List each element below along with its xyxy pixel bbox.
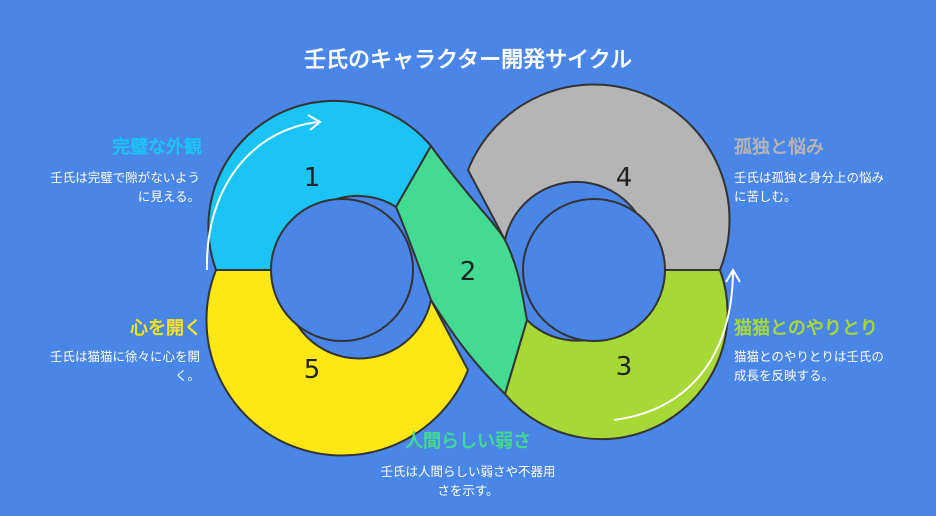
- stage-5-description: 壬氏は猫猫に徐々に心を開く。: [49, 349, 200, 383]
- segment-5: [205, 269, 470, 457]
- arrow-left: [205, 121, 319, 271]
- right-ring-hole: [522, 198, 666, 342]
- arrow-right-head-icon: [725, 268, 741, 283]
- stage-5-heading: 心を開く: [130, 318, 202, 339]
- segment-5-number: 5: [304, 355, 321, 385]
- diagram-title: 壬氏のキャラクター開発サイクル: [303, 48, 633, 73]
- segment-4: [466, 83, 731, 271]
- arrow-right: [613, 271, 734, 421]
- stage-3-heading: 猫猫とのやりとり: [734, 318, 878, 339]
- stage-2-heading: 人間らしい弱さ: [405, 431, 531, 452]
- segment-1-number: 1: [304, 163, 321, 193]
- segment-2: [394, 144, 529, 396]
- segment-2-number: 2: [460, 257, 477, 287]
- stage-1-heading: 完璧な外観: [112, 137, 202, 158]
- stage-1-description: 壬氏は完璧で隙がないように見える。: [50, 170, 200, 204]
- stage-4-heading: 孤独と悩み: [734, 137, 824, 158]
- segment-3-number: 3: [616, 352, 633, 382]
- arrow-left-head-icon: [307, 114, 322, 131]
- segment-4-number: 4: [616, 163, 633, 193]
- stage-2-description: 壬氏は人間らしい弱さや不器用さを示す。: [380, 464, 556, 498]
- stage-3-description: 猫猫とのやりとりは壬氏の成長を反映する。: [734, 349, 884, 383]
- left-ring-hole: [270, 198, 414, 342]
- stage-4-description: 壬氏は孤独と身分上の悩みに苦しむ。: [734, 170, 885, 204]
